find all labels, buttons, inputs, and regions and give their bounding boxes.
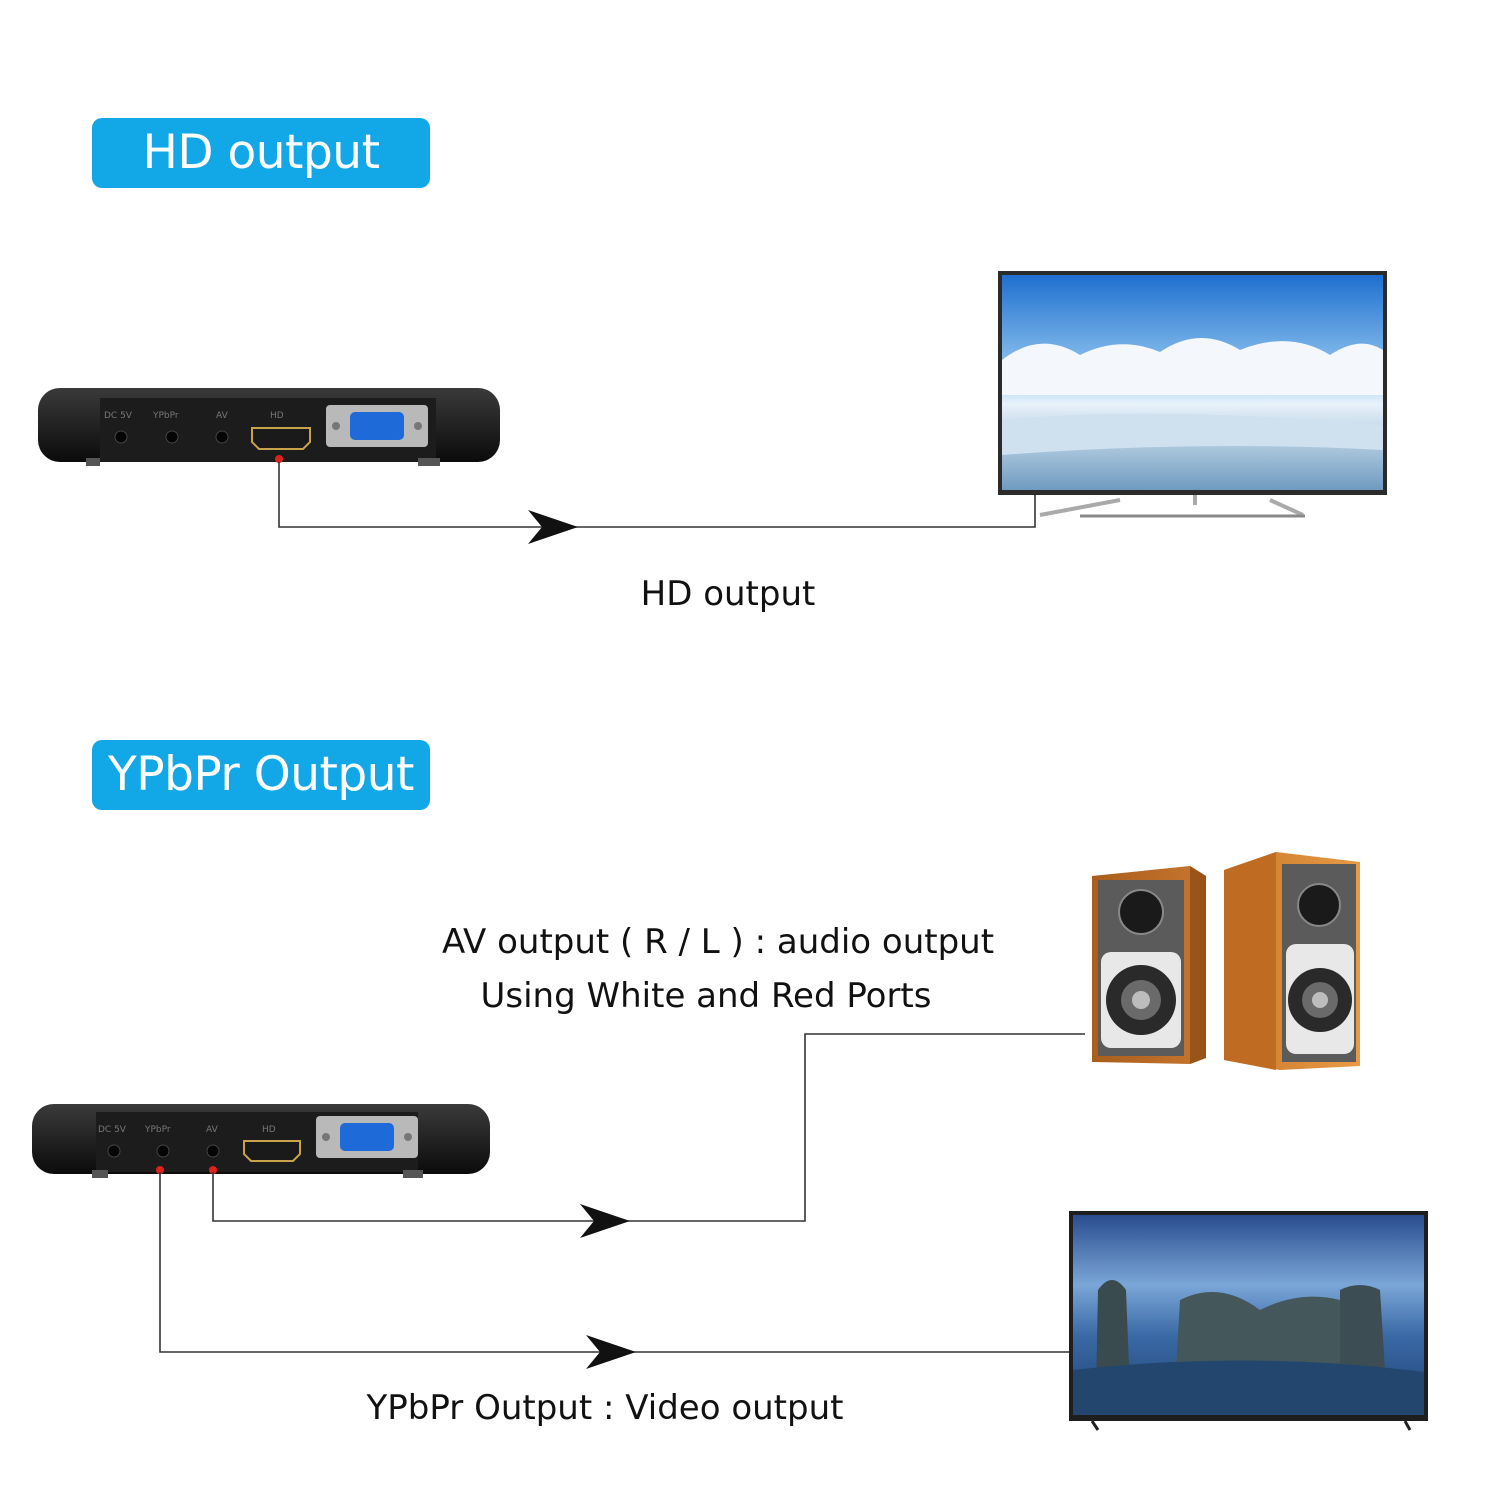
ypbpr-port bbox=[156, 1144, 170, 1158]
ypbpr-port bbox=[165, 430, 179, 444]
vga-port-icon bbox=[316, 1116, 418, 1158]
hd-connection-label: HD output bbox=[640, 574, 816, 614]
av-port bbox=[215, 430, 229, 444]
svg-text:YPbPr: YPbPr bbox=[152, 411, 179, 421]
av-port bbox=[206, 1144, 220, 1158]
port-marker bbox=[275, 455, 283, 463]
av-output-label: AV output ( R / L ) : audio output bbox=[441, 922, 995, 962]
speakers-icon bbox=[1092, 852, 1360, 1070]
arrowhead-icon bbox=[586, 1335, 636, 1369]
svg-text:HD: HD bbox=[262, 1125, 276, 1135]
arrowhead-icon bbox=[528, 510, 578, 544]
svg-text:DC 5V: DC 5V bbox=[98, 1125, 127, 1135]
hd-output-badge: HD output bbox=[92, 118, 430, 188]
ypbpr-output-badge: YPbPr Output bbox=[92, 740, 430, 810]
set-top-box-2: DC 5V YPbPr AV HD bbox=[32, 1104, 490, 1178]
svg-text:YPbPr: YPbPr bbox=[144, 1125, 171, 1135]
hdmi-port-icon bbox=[243, 1140, 301, 1162]
flat-tv-2 bbox=[1069, 1211, 1428, 1431]
port-marker bbox=[156, 1166, 164, 1174]
svg-text:AV: AV bbox=[206, 1125, 219, 1135]
vga-port-icon bbox=[326, 405, 428, 447]
av-connector bbox=[212, 1033, 1085, 1238]
av-ports-note: Using White and Red Ports bbox=[480, 976, 932, 1016]
flat-tv-1 bbox=[998, 271, 1387, 518]
set-top-box-1: DC 5V YPbPr AV HD bbox=[38, 388, 500, 466]
svg-text:AV: AV bbox=[216, 411, 229, 421]
hdmi-port-icon bbox=[251, 427, 311, 450]
dc-port bbox=[114, 430, 128, 444]
svg-text:DC 5V: DC 5V bbox=[104, 411, 133, 421]
dc-port bbox=[107, 1144, 121, 1158]
ypbpr-connection-label: YPbPr Output : Video output bbox=[366, 1388, 844, 1428]
hd-connector bbox=[278, 462, 1036, 544]
ypbpr-connector bbox=[159, 1172, 1070, 1369]
port-marker bbox=[209, 1166, 217, 1174]
svg-text:HD: HD bbox=[270, 411, 284, 421]
arrowhead-icon bbox=[580, 1204, 630, 1238]
